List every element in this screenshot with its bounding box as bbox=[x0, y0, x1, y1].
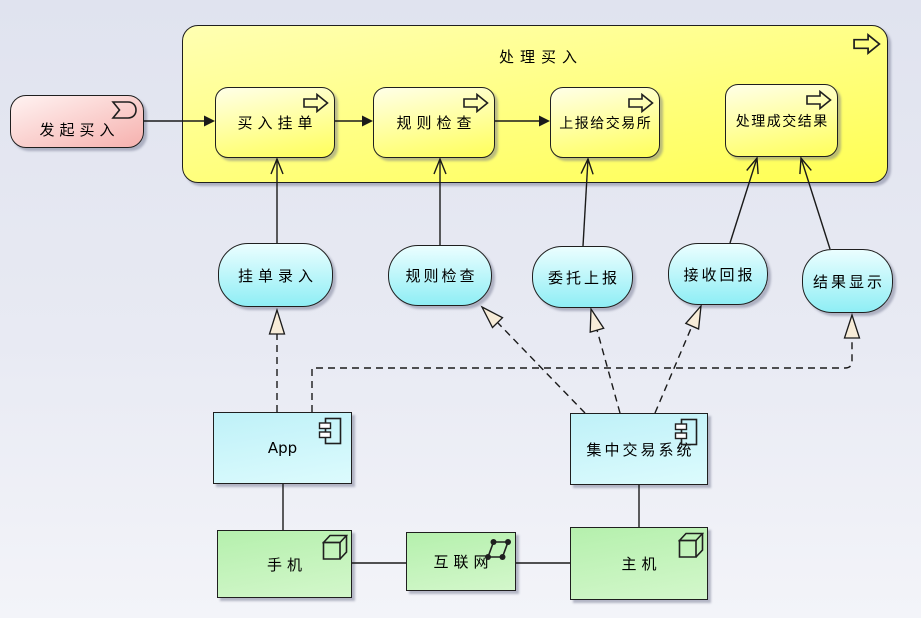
realization-app-to-order-entry[interactable] bbox=[268, 307, 286, 412]
service-result-display[interactable]: 结果显示 bbox=[802, 249, 893, 313]
node-label: 互联网 bbox=[433, 553, 494, 571]
node-host[interactable]: 主机 bbox=[570, 527, 708, 600]
service-receive-feedback[interactable]: 接收回报 bbox=[668, 243, 768, 305]
process-label: 上报给交易所 bbox=[559, 115, 653, 132]
service-order-entry[interactable]: 挂单录入 bbox=[218, 243, 333, 307]
component-icon bbox=[318, 417, 342, 445]
node-mobile-phone[interactable]: 手机 bbox=[217, 530, 352, 598]
process-arrow-icon bbox=[463, 93, 489, 113]
service-order-report[interactable]: 委托上报 bbox=[532, 246, 633, 308]
process-rule-check[interactable]: 规则检查 bbox=[373, 87, 495, 158]
process-arrow-icon bbox=[806, 90, 832, 110]
realization-trading-system-to-receive-feedback[interactable] bbox=[654, 304, 702, 414]
process-arrow-icon bbox=[853, 33, 881, 55]
service-label: 挂单录入 bbox=[237, 266, 318, 285]
node-label: 手机 bbox=[266, 555, 307, 574]
process-label: 处理成交结果 bbox=[735, 113, 829, 130]
component-label: App bbox=[267, 439, 298, 457]
business-event-initiate-buy[interactable]: 发起买入 bbox=[10, 95, 144, 148]
service-label: 委托上报 bbox=[547, 268, 620, 287]
realization-trading-system-to-order-report[interactable] bbox=[589, 306, 621, 414]
event-label: 发起买入 bbox=[39, 121, 120, 139]
component-central-trading-system[interactable]: 集中交易系统 bbox=[570, 413, 708, 485]
network-icon bbox=[485, 539, 511, 560]
process-handle-trade-result[interactable]: 处理成交结果 bbox=[725, 84, 838, 157]
node-cube-icon bbox=[322, 534, 348, 560]
process-arrow-icon bbox=[303, 93, 329, 113]
node-cube-icon bbox=[678, 532, 704, 558]
service-label: 规则检查 bbox=[405, 267, 478, 285]
process-buy-order[interactable]: 买入挂单 bbox=[215, 87, 335, 158]
realization-app-to-result-display[interactable] bbox=[311, 312, 861, 412]
component-app[interactable]: App bbox=[213, 412, 352, 484]
group-title: 处理买入 bbox=[498, 48, 583, 66]
component-icon bbox=[674, 418, 698, 446]
process-arrow-icon bbox=[628, 93, 654, 113]
service-label: 接收回报 bbox=[683, 265, 756, 284]
process-report-to-exchange[interactable]: 上报给交易所 bbox=[550, 87, 660, 158]
node-internet[interactable]: 互联网 bbox=[406, 532, 516, 591]
component-label: 集中交易系统 bbox=[586, 440, 695, 459]
service-label: 结果显示 bbox=[812, 272, 885, 291]
realization-trading-system-to-rule-check-svc[interactable] bbox=[480, 305, 586, 414]
service-rule-check[interactable]: 规则检查 bbox=[388, 245, 492, 306]
event-icon bbox=[111, 101, 137, 119]
node-label: 主机 bbox=[621, 555, 662, 573]
process-label: 买入挂单 bbox=[237, 114, 318, 132]
process-label: 规则检查 bbox=[396, 114, 477, 132]
